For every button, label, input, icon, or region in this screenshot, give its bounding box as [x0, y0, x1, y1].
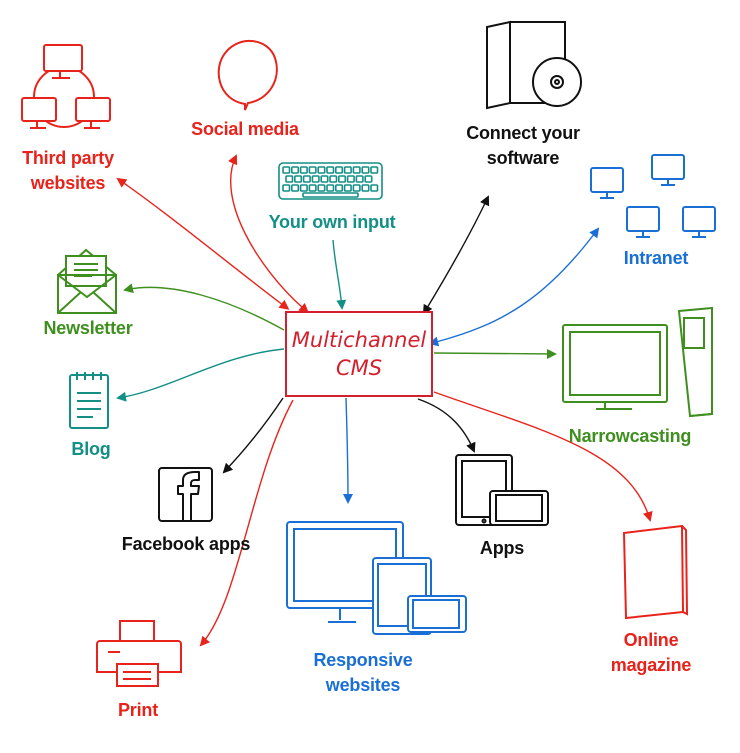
connector-connect-software — [422, 195, 490, 315]
center-title-line1: Multichannel — [291, 328, 427, 352]
keyboard-key — [337, 175, 347, 183]
keyboard-key — [282, 166, 291, 174]
connector-blog — [116, 348, 285, 402]
connector-responsive — [342, 397, 353, 504]
connector-third-party — [116, 177, 290, 310]
monitors-group-icon — [590, 154, 716, 238]
narrowcasting-label: Narrowcasting — [568, 426, 692, 446]
center-title-line2: CMS — [335, 356, 383, 380]
keyboard-key — [334, 184, 344, 192]
connect-software-label: Connect your software — [466, 123, 580, 168]
responsive-websites-label: Responsive websites — [313, 650, 413, 695]
keyboard-key — [334, 166, 344, 174]
connector-print — [199, 399, 294, 647]
keyboard-key — [308, 166, 317, 174]
own-input-label: Your own input — [268, 212, 396, 232]
print-label: Print — [117, 700, 158, 720]
keyboard-key — [343, 184, 352, 192]
tablet-phone-icon — [455, 454, 549, 526]
keyboard-key — [343, 166, 352, 174]
keyboard-key — [290, 166, 300, 174]
apps-label: Apps — [479, 538, 525, 558]
screen-kiosk-icon — [562, 306, 713, 418]
newsletter-label: Newsletter — [43, 318, 133, 338]
keyboard-key — [352, 184, 361, 192]
connector-own-input — [332, 239, 347, 310]
speech-bubble-icon — [217, 39, 278, 111]
keyboard-key — [329, 175, 338, 183]
keyboard-key — [352, 166, 361, 174]
keyboard-key — [285, 175, 294, 183]
envelope-icon — [57, 248, 117, 314]
keyboard-key — [308, 184, 317, 192]
keyboard-key — [299, 184, 308, 192]
keyboard-key — [370, 166, 379, 174]
keyboard-key — [364, 175, 373, 183]
keyboard-key — [317, 166, 326, 174]
connector-apps — [417, 398, 476, 453]
keyboard-spacebar — [302, 192, 359, 198]
multichannel-cms-box: Multichannel CMS — [285, 311, 433, 397]
connector-narrowcasting — [433, 348, 557, 359]
connector-facebook — [222, 397, 284, 474]
keyboard-key — [320, 175, 329, 183]
keyboard-key — [346, 175, 355, 183]
connector-online-magazine — [433, 391, 653, 522]
devices-icon — [286, 521, 467, 635]
keyboard-key — [355, 175, 364, 183]
software-box-cd-icon — [486, 20, 582, 110]
social-media-label: Social media — [191, 119, 299, 139]
connector-intranet — [428, 227, 600, 347]
keyboard-key — [370, 184, 379, 192]
blog-label: Blog — [71, 439, 111, 459]
magazine-icon — [622, 524, 689, 620]
third-party-websites-label: Third party websites — [22, 148, 114, 193]
keyboard-key — [317, 184, 326, 192]
keyboard-icon — [278, 162, 383, 200]
keyboard-key — [311, 175, 320, 183]
connector-newsletter — [123, 283, 285, 331]
keyboard-key — [293, 175, 303, 183]
connector-social-media — [228, 154, 309, 314]
network-computers-icon — [21, 44, 111, 129]
keyboard-key — [282, 184, 291, 192]
keyboard-key — [299, 166, 308, 174]
keyboard-key — [361, 166, 370, 174]
keyboard-key — [302, 175, 311, 183]
keyboard-key — [326, 184, 335, 192]
intranet-label: Intranet — [623, 248, 689, 268]
online-magazine-label: Online magazine — [610, 630, 692, 675]
notepad-icon — [69, 372, 109, 429]
printer-icon — [96, 620, 182, 687]
facebook-icon — [158, 467, 213, 522]
keyboard-key — [290, 184, 300, 192]
keyboard-key — [326, 166, 335, 174]
facebook-apps-label: Facebook apps — [121, 534, 251, 554]
keyboard-key — [361, 184, 370, 192]
